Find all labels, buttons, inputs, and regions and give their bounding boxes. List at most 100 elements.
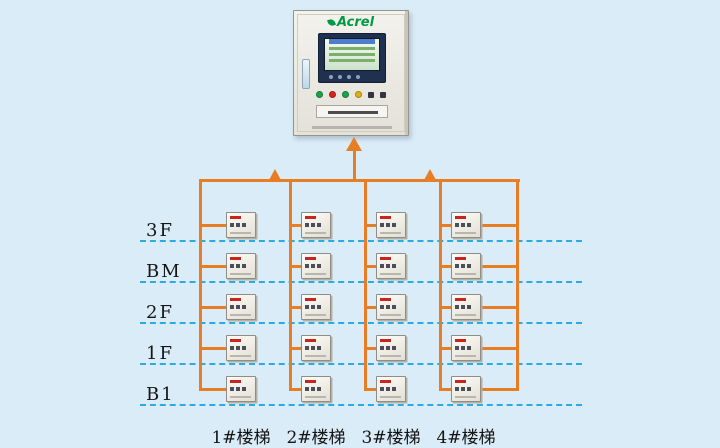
device-button [311,264,315,268]
floor-label: BM [146,261,182,282]
device-buttons [305,346,321,350]
screen-row [329,53,375,56]
device-terminal-strip [230,355,251,357]
device-button [386,264,390,268]
device-button [242,305,246,309]
device-terminal-strip [455,355,476,357]
device-monitor-module [301,253,331,279]
device-monitor-module [226,212,256,238]
stub-line [289,265,302,268]
device-monitor-module [226,253,256,279]
stub-line [199,306,227,309]
device-button [305,346,309,350]
bus-line [364,179,367,391]
device-brand-mark [305,339,316,342]
bus-line [289,179,292,391]
floor-label: 3F [146,220,174,241]
device-button [455,264,459,268]
indicator-light [355,91,362,98]
stub-line [199,347,227,350]
monitoring-cabinet: Acrel [293,10,409,136]
device-monitor-module [451,212,481,238]
device-button [317,305,321,309]
stub-line [289,306,302,309]
device-button [311,223,315,227]
device-terminal-strip [305,273,326,275]
staircase-label: 1#楼梯 [211,428,271,448]
device-monitor-module [376,212,406,238]
device-button [461,346,465,350]
floor-separator-dash-line [140,322,582,324]
indicator-light [316,91,323,98]
device-button [380,264,384,268]
device-brand-mark [380,257,391,260]
arrow-up-icon [346,137,362,151]
device-button [236,387,240,391]
device-button [305,387,309,391]
device-monitor-module [226,335,256,361]
stub-line [439,347,452,350]
device-brand-mark [230,380,241,383]
device-monitor-module [226,376,256,402]
device-button [467,305,471,309]
device-buttons [380,223,396,227]
device-button [455,346,459,350]
staircase-label: 4#楼梯 [436,428,496,448]
device-buttons [455,346,471,350]
device-brand-mark [305,380,316,383]
device-monitor-module [451,376,481,402]
arrow-up-icon [269,169,281,180]
device-button [467,223,471,227]
floor-separator-dash-line [140,240,582,242]
cabinet-switch [380,91,386,98]
device-button [230,305,234,309]
stub-line [364,306,377,309]
device-button [317,346,321,350]
device-button [242,264,246,268]
device-buttons [230,387,246,391]
device-button [386,305,390,309]
device-button [461,223,465,227]
device-terminal-strip [455,314,476,316]
level-gauge [302,59,310,89]
device-brand-mark [305,298,316,301]
bus-line [199,179,202,391]
device-brand-mark [230,257,241,260]
device-button [236,346,240,350]
device-monitor-module [451,294,481,320]
key-dot [329,75,333,79]
stub-line [439,224,452,227]
key-dot [356,75,360,79]
device-button [380,346,384,350]
device-buttons [230,305,246,309]
device-monitor-module [301,335,331,361]
bus-line [516,179,519,391]
device-terminal-strip [230,232,251,234]
device-button [230,346,234,350]
device-buttons [380,305,396,309]
stub-line [199,224,227,227]
device-button [230,387,234,391]
device-terminal-strip [380,314,401,316]
device-button [311,346,315,350]
stub-line [481,265,518,268]
stub-line [199,388,227,391]
device-button [305,223,309,227]
floor-label: 2F [146,302,174,323]
device-button [455,305,459,309]
device-monitor-module [301,212,331,238]
floor-separator-dash-line [140,363,582,365]
device-button [461,387,465,391]
device-button [242,223,246,227]
device-brand-mark [230,339,241,342]
device-button [305,264,309,268]
device-terminal-strip [455,232,476,234]
indicator-light [342,91,349,98]
device-button [230,223,234,227]
lcd-screen [324,38,380,71]
device-buttons [455,264,471,268]
device-button [380,305,384,309]
device-terminal-strip [230,273,251,275]
device-button [467,387,471,391]
